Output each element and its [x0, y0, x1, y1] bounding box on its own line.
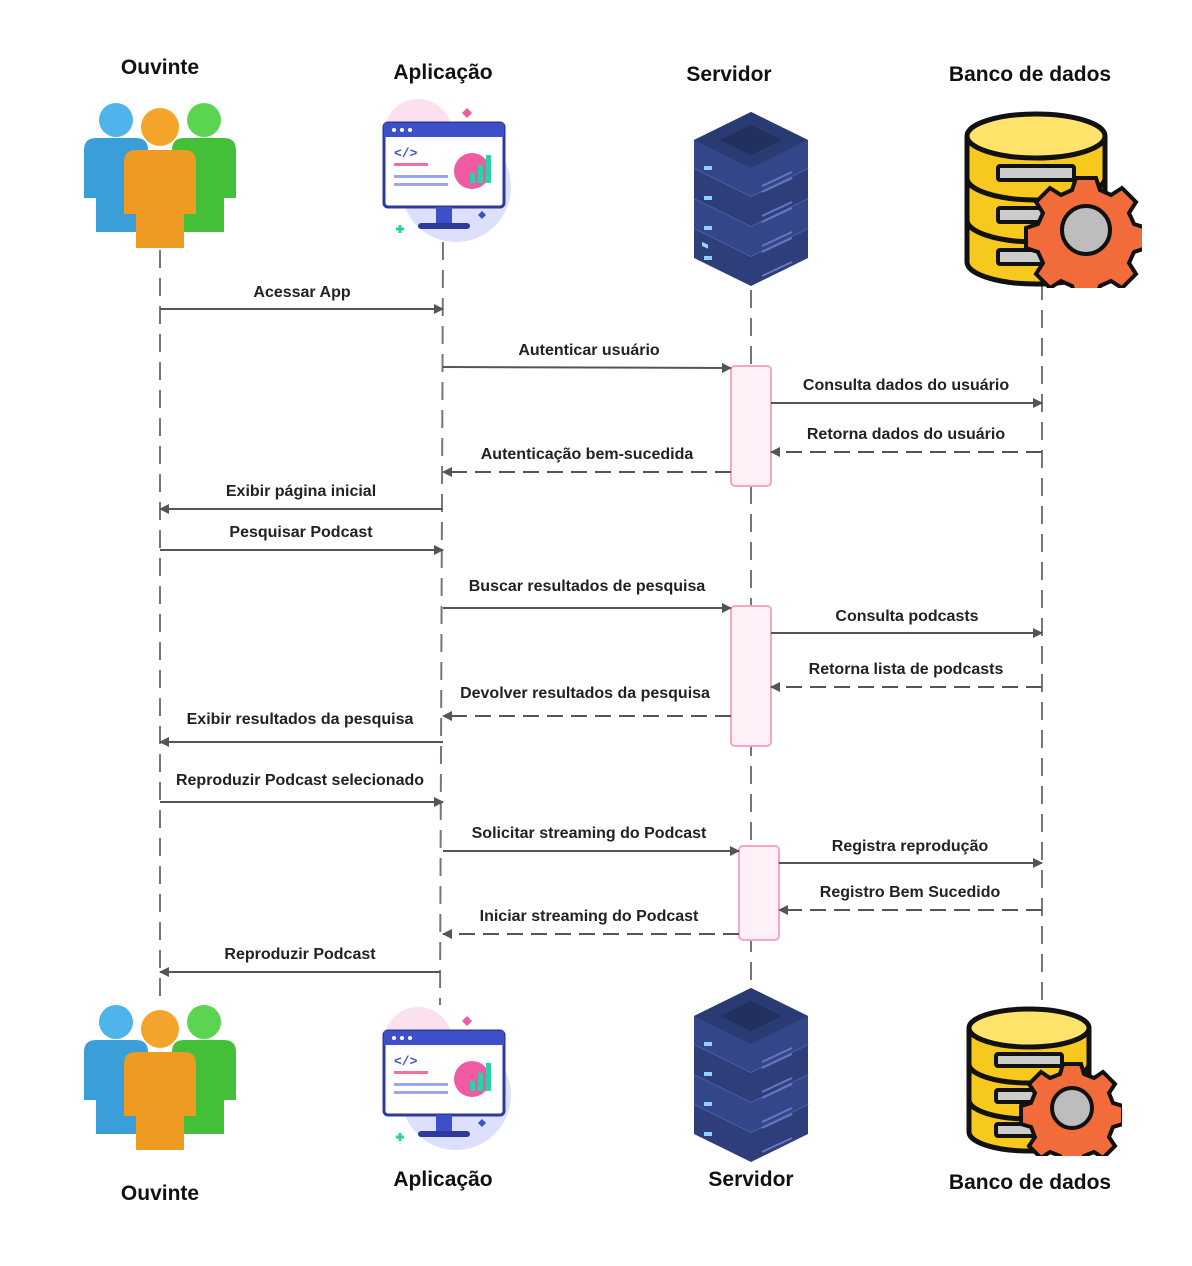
- participant-title-aplicacao-bottom: Aplicação: [393, 1168, 493, 1191]
- people-group-icon: [80, 1002, 240, 1154]
- svg-text:</>: </>: [394, 146, 418, 161]
- svg-text:</>: </>: [394, 1054, 418, 1069]
- participant-title-aplicacao-top: Aplicação: [393, 61, 493, 84]
- participant-title-ouvinte-top: Ouvinte: [120, 56, 200, 79]
- message-label-1: Acessar App: [253, 284, 351, 301]
- message-label-3: Consulta dados do usuário: [802, 377, 1010, 394]
- app-monitor-icon: </>: [378, 1003, 513, 1153]
- message-label-18: Reproduzir Podcast: [224, 946, 376, 963]
- participant-title-servidor-bottom: Servidor: [708, 1168, 794, 1191]
- database-gear-icon: [964, 108, 1148, 300]
- message-label-2: Autenticar usuário: [518, 342, 660, 359]
- server-stack-icon: [690, 984, 812, 1166]
- message-label-5: Autenticação bem-sucedida: [480, 446, 694, 463]
- participant-title-banco-bottom: Banco de dados: [948, 1171, 1112, 1194]
- message-label-14: Solicitar streaming do Podcast: [471, 825, 707, 842]
- message-label-16: Registro Bem Sucedido: [819, 884, 1001, 901]
- activation-box-2: [730, 605, 772, 747]
- message-label-11: Devolver resultados da pesquisa: [460, 685, 710, 702]
- participant-title-servidor-top: Servidor: [686, 63, 772, 86]
- message-label-12: Exibir resultados da pesquisa: [186, 711, 414, 728]
- message-label-6: Exibir página inicial: [225, 483, 377, 500]
- participant-title-ouvinte-bottom: Ouvinte: [120, 1182, 200, 1205]
- server-stack-icon: [690, 108, 812, 290]
- message-arrow-2: [442, 362, 732, 373]
- message-label-4: Retorna dados do usuário: [806, 426, 1006, 443]
- message-label-15: Registra reprodução: [831, 838, 989, 855]
- message-label-8: Buscar resultados de pesquisa: [468, 578, 706, 595]
- message-label-9: Consulta podcasts: [835, 608, 979, 625]
- message-label-7: Pesquisar Podcast: [229, 524, 373, 541]
- participant-title-banco-top: Banco de dados: [948, 63, 1112, 86]
- message-label-13: Reproduzir Podcast selecionado: [175, 772, 425, 789]
- database-gear-icon: [966, 1004, 1125, 1168]
- activation-box-3: [738, 845, 780, 941]
- activation-box-1: [730, 365, 772, 487]
- message-label-17: Iniciar streaming do Podcast: [479, 908, 699, 925]
- lifeline-aplicacao: [439, 241, 444, 1006]
- message-label-10: Retorna lista de podcasts: [808, 661, 1004, 678]
- app-monitor-icon: </>: [378, 95, 513, 245]
- people-group-icon: [80, 100, 240, 252]
